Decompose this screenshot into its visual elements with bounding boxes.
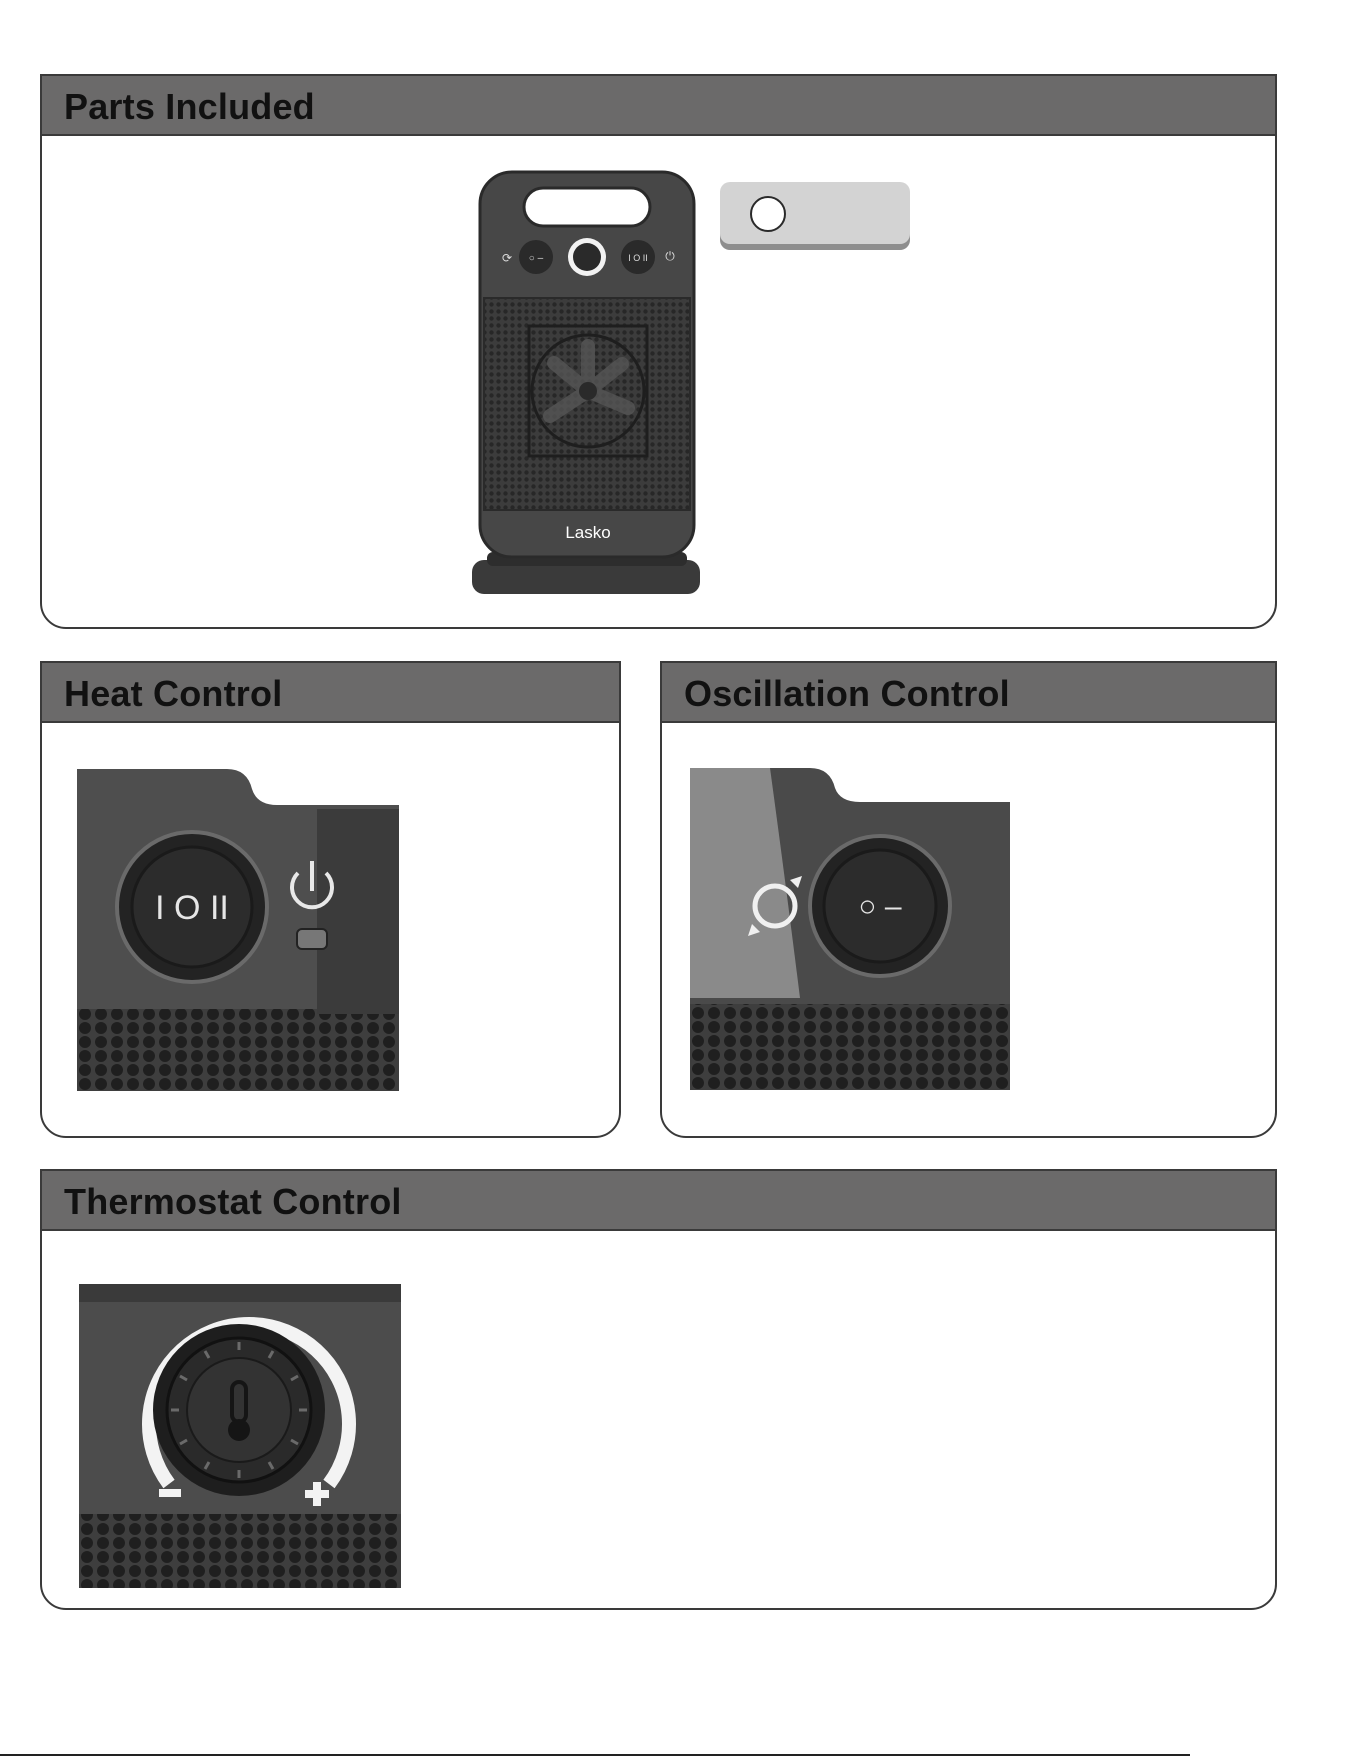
thermostat-control-title: Thermostat Control xyxy=(42,1171,1275,1231)
thermostat-dial-icon xyxy=(79,1284,401,1588)
svg-text:○ –: ○ – xyxy=(529,253,544,264)
space-heater-icon: ○ – I O II ⟳ ⏻ Lasko xyxy=(432,168,732,600)
blank-label-tag-icon xyxy=(718,180,918,260)
oscillation-control-panel: Oscillation Control ○ – xyxy=(660,661,1277,1138)
rocker-switch-icon: I O II xyxy=(77,769,399,1091)
thermostat-control-panel: Thermostat Control xyxy=(40,1169,1277,1610)
parts-included-title: Parts Included xyxy=(42,76,1275,136)
brand-logo: Lasko xyxy=(565,523,610,542)
oscillation-control-title: Oscillation Control xyxy=(662,663,1275,723)
page-footer-rule xyxy=(0,1754,1190,1756)
parts-included-panel: Parts Included ○ – I O II ⟳ ⏻ xyxy=(40,74,1277,629)
svg-text:⏻: ⏻ xyxy=(665,249,675,263)
heat-control-title: Heat Control xyxy=(42,663,619,723)
heat-control-panel: Heat Control I O II xyxy=(40,661,621,1138)
svg-text:○ –: ○ – xyxy=(858,890,901,923)
oscillation-icon: ○ – xyxy=(690,768,1010,1090)
svg-text:I O II: I O II xyxy=(628,253,648,263)
svg-text:I O II: I O II xyxy=(155,889,229,927)
svg-text:⟳: ⟳ xyxy=(502,251,512,265)
